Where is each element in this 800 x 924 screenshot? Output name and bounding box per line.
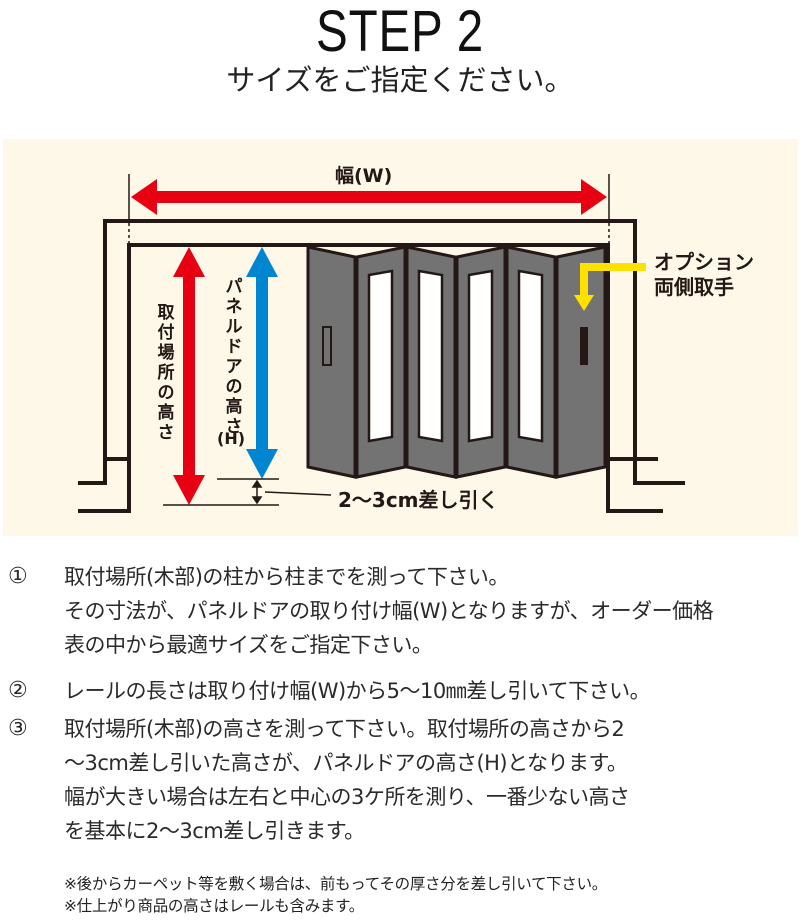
folding-door — [306, 245, 607, 479]
option-arrow — [574, 263, 646, 311]
size-diagram: 幅(W) 取付場所の高さ パネルドアの高さ (H) 2〜3cm差し引く オプショ… — [3, 139, 798, 536]
door-handle — [322, 326, 332, 366]
frame-outline — [78, 219, 685, 513]
footnote-2: ※仕上がり商品の高さはレールも含みます。 — [64, 897, 364, 915]
panel-height-arrow — [246, 247, 278, 479]
option-label-line2: 両側取手 — [654, 275, 734, 299]
step-subtitle: サイズをご指定ください。 — [226, 63, 574, 97]
width-label: 幅(W) — [335, 165, 393, 187]
note-text: 取付場所(木部)の柱から柱までを測って下さい。 その寸法が、パネルドアの取り付け… — [64, 565, 714, 657]
note-number: ① — [8, 564, 28, 589]
option-handle — [580, 327, 588, 365]
mount-height-label: 取付場所の高さ — [157, 303, 175, 443]
panel-height-label: パネルドアの高さ — [225, 277, 243, 437]
door-windows — [367, 269, 544, 443]
panel-height-unit: (H) — [217, 429, 246, 448]
option-handle-label: オプション 両側取手 — [654, 250, 754, 300]
note-text: レールの長さは取り付け幅(W)から5〜10㎜差し引いて下さい。 — [64, 679, 651, 703]
footnote-1: ※後からカーペット等を敷く場合は、前もってその厚さ分を差し引いて下さい。 — [64, 875, 607, 893]
note-number: ② — [8, 678, 28, 703]
width-arrow — [131, 179, 607, 215]
note-number: ③ — [8, 716, 28, 741]
clearance-label: 2〜3cm差し引く — [338, 488, 499, 512]
door-frame-illustration — [78, 174, 685, 513]
option-label-line1: オプション — [654, 250, 754, 274]
mount-height-arrow — [173, 247, 205, 505]
step-title: STEP 2 — [316, 0, 484, 64]
note-text: 取付場所(木部)の高さを測って下さい。取付場所の高さから2 〜3cm差し引いた高… — [64, 717, 630, 843]
